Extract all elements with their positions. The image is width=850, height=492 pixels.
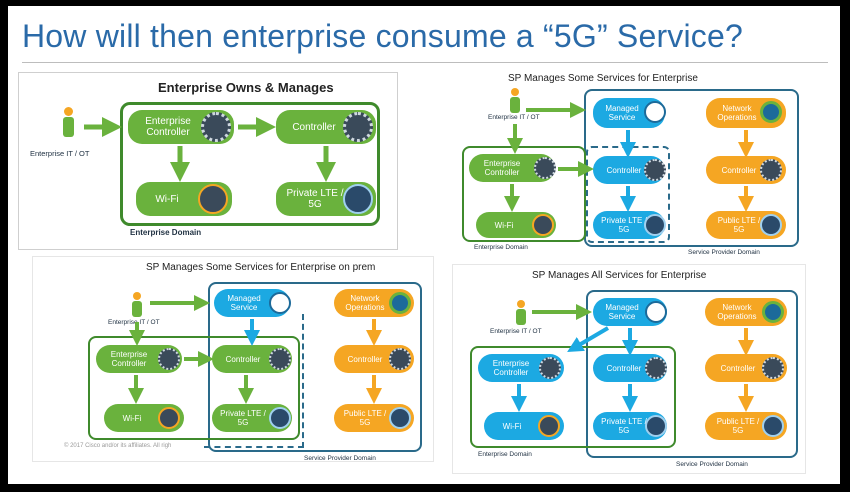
gear-icon xyxy=(760,159,782,181)
document-icon xyxy=(269,292,291,314)
gear-icon xyxy=(158,348,180,370)
panel3-title: SP Manages Some Services for Enterprise … xyxy=(146,262,376,273)
target-icon xyxy=(389,292,411,314)
sp-domain-frame xyxy=(586,290,798,458)
person-head-icon xyxy=(517,300,525,308)
gear-icon xyxy=(644,159,666,181)
antenna-icon xyxy=(644,214,666,236)
panel-sp-on-prem xyxy=(32,256,434,462)
person-body-icon xyxy=(510,97,520,113)
person-head-icon xyxy=(64,107,73,116)
document-icon xyxy=(645,301,667,323)
copyright-footer: © 2017 Cisco and/or its affiliates. All … xyxy=(64,443,172,449)
person-body-icon xyxy=(63,117,74,137)
enterprise-domain-label: Enterprise Domain xyxy=(474,244,528,251)
arrow xyxy=(567,326,610,353)
panel4-title: SP Manages All Services for Enterprise xyxy=(532,270,707,281)
sp-domain-frame xyxy=(208,282,422,452)
antenna-icon xyxy=(343,184,373,214)
panel-enterprise-owns xyxy=(18,72,398,250)
panel1-title: Enterprise Owns & Manages xyxy=(158,80,334,95)
wifi-icon xyxy=(198,184,228,214)
antenna-icon xyxy=(762,415,784,437)
gear-icon xyxy=(539,357,561,379)
person-label: Enterprise IT / OT xyxy=(490,328,542,335)
enterprise-domain-frame xyxy=(88,336,300,440)
sp-domain-label: Service Provider Domain xyxy=(688,249,760,256)
person-body-icon xyxy=(516,309,526,325)
person-label: Enterprise IT / OT xyxy=(30,149,90,158)
gear-icon xyxy=(343,112,373,142)
antenna-icon xyxy=(760,214,782,236)
panel-sp-all xyxy=(452,264,806,474)
antenna-icon xyxy=(389,407,411,429)
enterprise-domain-frame xyxy=(120,102,380,226)
gear-icon xyxy=(534,157,556,179)
slide: How will then enterprise consume a “5G” … xyxy=(8,6,840,484)
person-label: Enterprise IT / OT xyxy=(108,319,160,326)
title-divider xyxy=(22,62,828,63)
wifi-icon xyxy=(158,407,180,429)
managed-dashed-frame xyxy=(204,314,304,448)
person-head-icon xyxy=(511,88,519,96)
antenna-icon xyxy=(645,415,667,437)
enterprise-domain-label: Enterprise Domain xyxy=(130,228,202,237)
panel2-title: SP Manages Some Services for Enterprise xyxy=(508,73,698,84)
wifi-icon xyxy=(532,214,554,236)
enterprise-domain-label: Enterprise Domain xyxy=(478,451,532,458)
target-icon xyxy=(762,301,784,323)
gear-icon xyxy=(269,348,291,370)
wifi-icon xyxy=(538,415,560,437)
gear-icon xyxy=(762,357,784,379)
enterprise-domain-frame xyxy=(462,146,586,242)
gear-icon xyxy=(389,348,411,370)
person-body-icon xyxy=(132,301,142,317)
target-icon xyxy=(760,101,782,123)
gear-icon xyxy=(201,112,231,142)
antenna-icon xyxy=(269,407,291,429)
slide-title: How will then enterprise consume a “5G” … xyxy=(22,18,744,54)
arrows-layer xyxy=(84,102,754,412)
document-icon xyxy=(644,101,666,123)
person-label: Enterprise IT / OT xyxy=(488,114,540,121)
sp-domain-label: Service Provider Domain xyxy=(304,455,376,462)
person-head-icon xyxy=(133,292,141,300)
sp-domain-label: Service Provider Domain xyxy=(676,461,748,468)
gear-icon xyxy=(645,357,667,379)
